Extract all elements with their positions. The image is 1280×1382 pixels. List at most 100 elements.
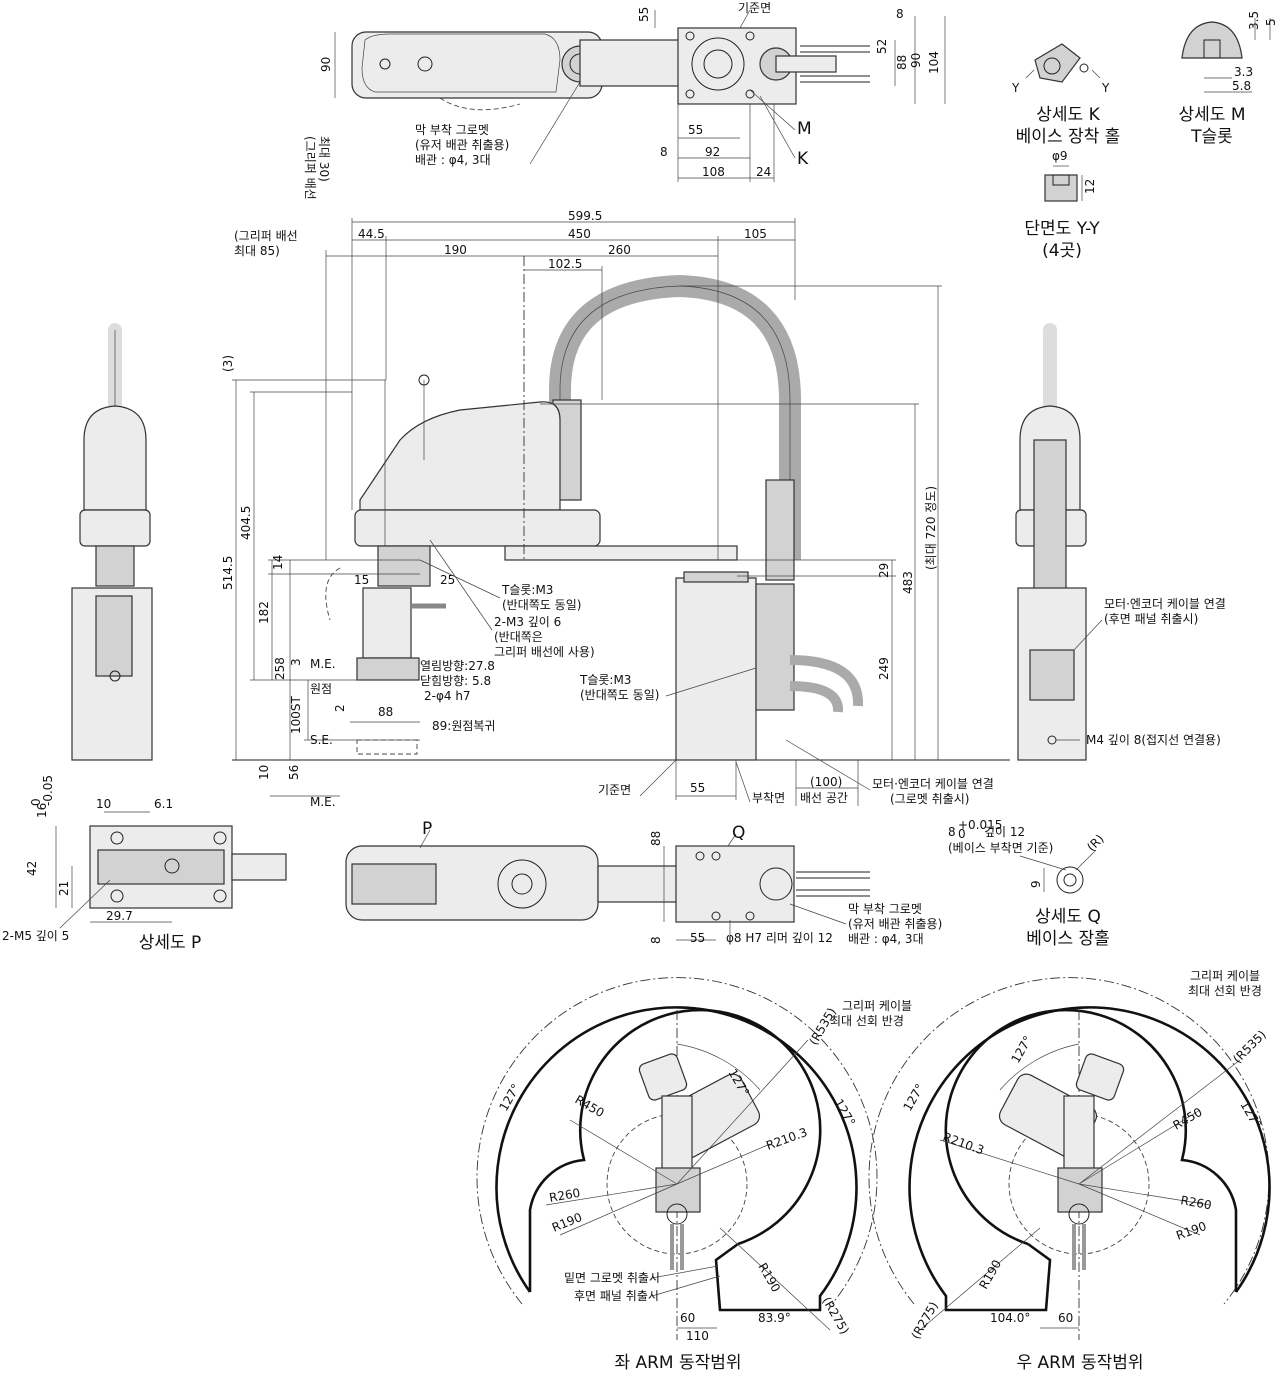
dim-3-paren: (3)	[221, 355, 235, 372]
dim-88-bottom: 88	[649, 831, 663, 846]
leader-m	[749, 89, 796, 131]
side-view-left	[71, 323, 153, 761]
side-gripper	[95, 595, 133, 677]
dim-24: 24	[756, 165, 771, 179]
y-line	[1091, 69, 1101, 79]
detail-q-r: (R)	[1084, 832, 1106, 854]
leader-p	[419, 829, 431, 849]
leader	[651, 1265, 719, 1279]
arm2-link	[504, 545, 738, 561]
la-60: 60	[680, 1311, 695, 1325]
dim-404-5: 404.5	[239, 506, 253, 540]
leader	[419, 559, 501, 599]
bottom-view: P Q 88 8 55 φ8 H7 리머 깊이 12 막 부착 그로멧 (유저 …	[345, 819, 942, 946]
leader	[429, 539, 493, 631]
ra-60: 60	[1058, 1311, 1073, 1325]
arm1-frame	[354, 509, 601, 547]
motor-rear-1: 모터·엔코더 케이블 연결	[1104, 597, 1226, 611]
tslot2-note-2: (반대쪽도 동일)	[580, 688, 659, 702]
detail-p-tap: 2-M5 깊이 5	[2, 929, 69, 943]
shaft-cap	[418, 374, 430, 386]
leader	[1073, 619, 1103, 651]
arm-base	[1057, 1167, 1103, 1213]
dim-260: 260	[608, 243, 631, 257]
bottom-grommet-1: 막 부착 그로멧	[848, 902, 922, 916]
dim-100st: 100ST	[289, 695, 303, 734]
leader	[785, 739, 871, 791]
detail-m-slot	[1203, 39, 1221, 59]
detail-q-hole-size: 8	[948, 825, 956, 839]
detail-k-caption-2: 베이스 장착 홀	[1016, 127, 1121, 147]
range-inner	[528, 1008, 822, 1292]
detail-k-shape	[1034, 43, 1081, 83]
motor-bottom-1: 모터·엔코더 케이블 연결	[872, 777, 994, 791]
gripper-shaft	[377, 545, 431, 587]
ra-cable-1: 그리퍼 케이블	[1190, 969, 1260, 983]
section-caption-2: (4곳)	[1042, 241, 1082, 261]
mount-surface: 부착면	[752, 791, 785, 805]
detail-q-depth: 깊이 12	[984, 825, 1025, 839]
radius-line	[545, 1183, 678, 1206]
angle-arc	[676, 1043, 761, 1091]
leader-grommet	[789, 903, 847, 925]
leader-q	[727, 833, 737, 847]
side-gripper-hole	[109, 670, 121, 682]
dim-2: 2	[333, 704, 347, 712]
detail-p-tab	[231, 853, 287, 881]
bottom-base	[675, 845, 795, 923]
detail-p: 16 0 -0.05 10 6.1 42 21 29.7 2-M5 깊이 5 상…	[2, 775, 287, 953]
y-line	[1025, 69, 1035, 79]
detail-q-caption-2: 베이스 장홀	[1026, 929, 1110, 949]
dim-55-bottom-view: 55	[690, 931, 705, 945]
return-note: 89:원점복귀	[432, 719, 495, 733]
ra-127-right: 127°	[1237, 1099, 1264, 1131]
dim-55-bottom: 55	[690, 781, 705, 795]
ra-r190: R190	[1174, 1219, 1208, 1243]
detail-q-caption-1: 상세도 Q	[1035, 907, 1101, 927]
detail-q-hole	[1056, 866, 1084, 894]
dim-29-7: 29.7	[106, 909, 133, 923]
ra-127-left: 127°	[900, 1081, 927, 1113]
ra-r260: R260	[1179, 1193, 1212, 1212]
dim-10: 10	[257, 765, 271, 780]
detail-p-hole	[213, 831, 227, 845]
side-shaft	[95, 545, 135, 587]
gripper-wire-path	[325, 567, 341, 621]
label-me-bottom: M.E.	[310, 795, 336, 809]
detail-q-dim-9: 9	[1029, 880, 1043, 888]
ref-surface-bottom: 기준면	[598, 783, 631, 797]
detail-p-caption: 상세도 P	[139, 933, 202, 953]
label-p: P	[422, 819, 432, 839]
motor-connectors	[1029, 649, 1075, 701]
leader-k	[759, 95, 796, 159]
detail-p-center	[164, 858, 180, 874]
dim-29: 29	[877, 563, 891, 578]
label-se: S.E.	[310, 733, 333, 747]
bottom-grommet-3: 배관 : φ4, 3대	[848, 932, 924, 946]
bottom-flange-inner	[511, 873, 533, 895]
dim-6-1: 6.1	[154, 797, 173, 811]
leader-grommet	[529, 81, 581, 165]
arm-link	[661, 1095, 693, 1175]
tap-note-2: (반대쪽은	[494, 630, 543, 644]
right-arm-range: 그리퍼 케이블 최대 선회 반경 (R535) 127° 127° 127° R…	[868, 969, 1271, 1373]
label-me-top: M.E.	[310, 657, 336, 671]
ra-r275: (R275)	[908, 1299, 940, 1341]
detail-p-hole	[110, 889, 124, 903]
detail-k-caption-1: 상세도 K	[1036, 105, 1100, 125]
dim-258: 258	[273, 657, 287, 680]
la-cable-1: 그리퍼 케이블	[842, 999, 912, 1013]
top-arm-hole	[417, 56, 433, 72]
side-view-right: 모터·엔코더 케이블 연결 (후면 패널 취출시) M4 깊이 8(접지선 연결…	[1015, 323, 1226, 761]
detail-p-hole	[110, 831, 124, 845]
bottom-joint	[759, 867, 793, 901]
arm-tip	[638, 1053, 688, 1101]
radius-line	[1078, 1109, 1201, 1185]
dim-92: 92	[705, 145, 720, 159]
dim-16-tol-bot: -0.05	[41, 775, 55, 806]
mount-hole	[685, 31, 695, 41]
tslot2-note-1: T슬롯:M3	[579, 673, 631, 687]
side-arm-frame	[79, 509, 151, 547]
dim-25: 25	[440, 573, 455, 587]
bottom-hole	[711, 911, 721, 921]
